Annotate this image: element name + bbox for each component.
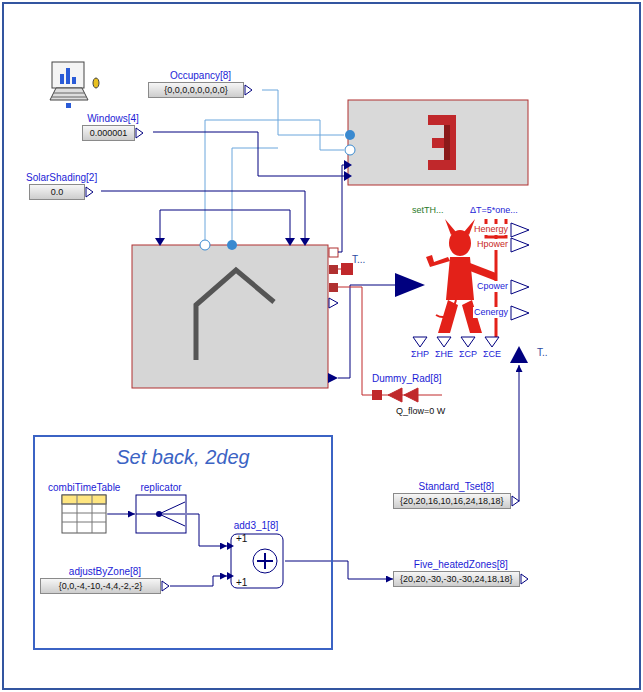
sum-output-name: ΣCE <box>479 349 505 360</box>
parameter-value: 0.000001 <box>82 125 135 141</box>
value-row: 0.0 <box>29 184 94 200</box>
output-connector <box>244 84 253 96</box>
parameter-name: Occupancy[8] <box>170 70 231 82</box>
block-name: replicator <box>140 482 181 494</box>
output-name: Cenergy <box>473 307 509 318</box>
signal-connector <box>519 365 521 501</box>
block-name: combiTimeTable <box>48 482 120 494</box>
sum-output-name: ΣCP <box>455 349 481 360</box>
output-name: Cpower <box>476 281 509 292</box>
weather-box <box>344 100 528 185</box>
group-title: Set back, 2deg <box>35 445 331 469</box>
output-name: Hpower <box>476 239 509 250</box>
computer-icon <box>50 62 99 108</box>
parameter-value: {20,20,-30,-30,-30,24,18,18} <box>393 571 520 587</box>
signal-connector <box>107 514 135 515</box>
parameter-name: Five_heatedZones[8] <box>414 559 508 571</box>
output-connector <box>85 186 94 198</box>
component-block: replicator <box>135 482 187 534</box>
add-block: +1 +1 <box>227 532 285 590</box>
output-name: Henergy <box>473 224 509 235</box>
parameter-name: Windows[4] <box>87 113 139 125</box>
component-block: Occupancy[8]{0,0,0,0,0,0,0,0} <box>148 70 253 98</box>
port-label: T... <box>352 254 365 266</box>
parameter-value: {0,0,0,0,0,0,0,0} <box>148 82 244 98</box>
block-name: Dummy_Rad[8] <box>372 373 441 385</box>
signal-connector <box>170 576 227 586</box>
parameter-value: {20,20,16,10,16,24,18,18} <box>393 493 511 509</box>
group-box: Set back, 2deg combiTimeTable replicator ad… <box>33 435 333 650</box>
component-block: Dummy_Rad[8] Q_flow=0 W <box>372 373 446 417</box>
parameter-value: {0,0,-4,-10,-4,4,-2,-2} <box>40 578 161 594</box>
output-connector <box>135 127 144 139</box>
diagram-frame <box>3 3 640 689</box>
block-name: add3_1[8] <box>234 520 279 532</box>
component-block: setTH... ΔT=5*one... HenergyHpowerCpowerCe… <box>390 205 535 365</box>
heat-port <box>341 263 353 275</box>
devil-controller-icon <box>390 205 535 365</box>
gain-label: +1 <box>236 533 247 545</box>
parameter-label: Q_flow=0 W <box>396 405 445 417</box>
parameter-name: Standard_Tset[8] <box>419 481 495 493</box>
output-connector <box>161 580 170 592</box>
replicator-icon <box>135 494 187 534</box>
component-block: add3_1[8]+1+1 <box>227 520 285 590</box>
parameter-label: ΔT=5*one... <box>470 205 518 216</box>
value-row: {20,20,16,10,16,24,18,18} <box>393 493 520 509</box>
component-block: Standard_Tset[8]{20,20,16,10,16,24,18,18… <box>393 481 520 509</box>
component-block: SolarShading[2]0.0 <box>26 172 97 200</box>
value-row: {0,0,0,0,0,0,0,0} <box>148 82 253 98</box>
port-label: T.. <box>537 347 548 359</box>
setpoint-label: setTH... <box>412 205 444 216</box>
gain-label: +1 <box>236 577 247 589</box>
signal-connector <box>285 561 393 579</box>
adder-icon <box>227 532 285 590</box>
sum-output-name: ΣHP <box>407 349 433 360</box>
sum-output-name: ΣHE <box>431 349 457 360</box>
heat-flow-source <box>372 385 446 405</box>
parameter-name: adjustByZone[8] <box>69 566 141 578</box>
table-icon <box>61 494 107 534</box>
output-connector <box>520 573 529 585</box>
value-row: {20,20,-30,-30,-30,24,18,18} <box>393 571 529 587</box>
component-block: Five_heatedZones[8]{20,20,-30,-30,-30,24… <box>393 559 529 587</box>
signal-wires <box>101 90 395 395</box>
component-block: Windows[4]0.000001 <box>82 113 144 141</box>
value-row: 0.000001 <box>82 125 144 141</box>
output-connector <box>511 495 520 507</box>
parameter-value: 0.0 <box>29 184 85 200</box>
parameter-name: SolarShading[2] <box>26 172 97 184</box>
component-block: adjustByZone[8]{0,0,-4,-10,-4,4,-2,-2} <box>40 566 170 594</box>
building-box <box>132 238 338 388</box>
value-row: {0,0,-4,-10,-4,4,-2,-2} <box>40 578 170 594</box>
component-block: combiTimeTable <box>48 482 120 534</box>
signal-connector <box>187 514 227 546</box>
